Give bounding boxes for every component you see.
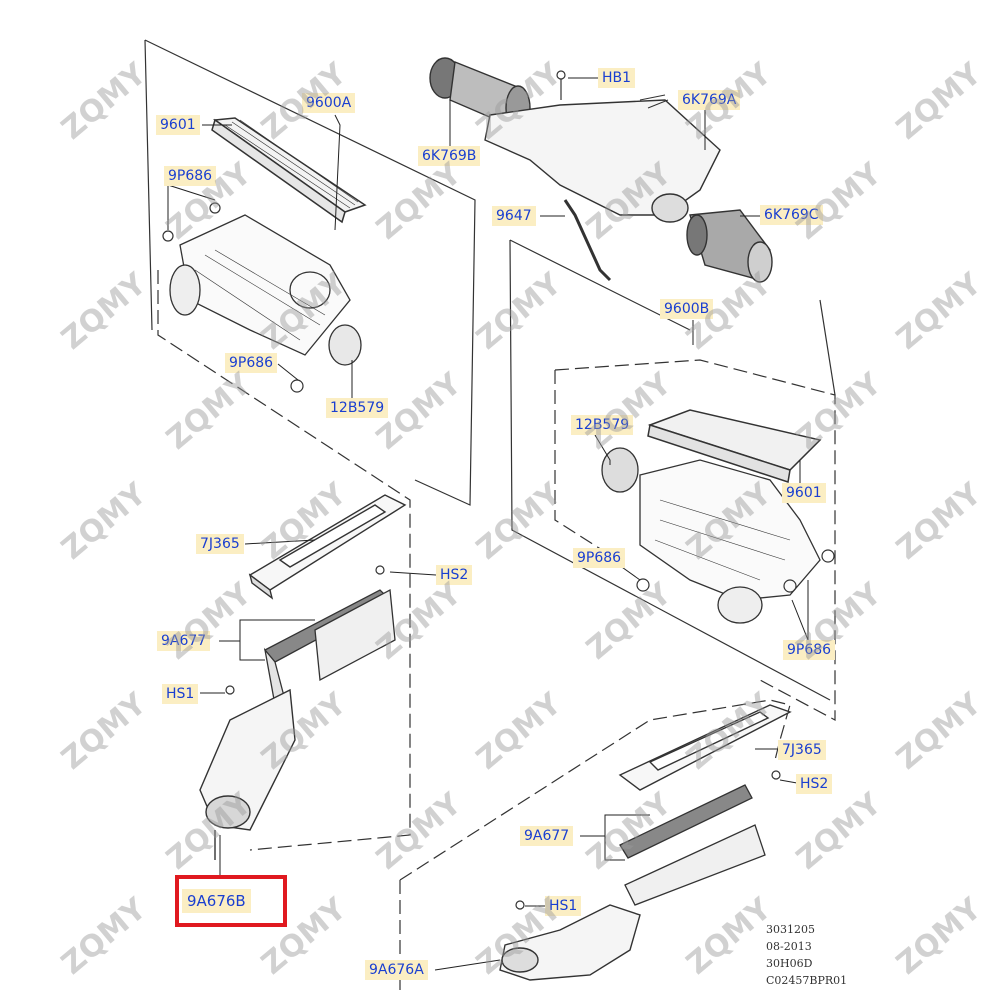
- left-inner-frame: [157, 270, 411, 851]
- bolt-hs1-left: [225, 685, 235, 695]
- part-label-6k769c[interactable]: 6K769C: [760, 205, 823, 225]
- drawing-note-3: 30H06D: [766, 957, 813, 970]
- highlight-box: [175, 875, 287, 927]
- part-label-hs1-right[interactable]: HS1: [545, 896, 582, 916]
- part-label-9p686-left-top[interactable]: 9P686: [164, 166, 217, 186]
- drawing-note-2: 08-2013: [766, 940, 812, 953]
- part-label-hs2-left[interactable]: HS2: [436, 565, 473, 585]
- grommet-left-c: [290, 379, 304, 393]
- grommet-right-c: [821, 549, 835, 563]
- part-label-9p686-right-a[interactable]: 9P686: [573, 548, 626, 568]
- leader-lines: [167, 77, 809, 971]
- grommet-right-a: [636, 578, 650, 592]
- strap-9647-shape: [563, 199, 612, 282]
- seal-7j365-right-shape: [618, 704, 792, 791]
- part-label-9a677-right[interactable]: 9A677: [520, 826, 574, 846]
- duct-9a677-right-shape: [619, 784, 766, 906]
- part-label-hs1-left[interactable]: HS1: [162, 684, 199, 704]
- part-label-9a677-left[interactable]: 9A677: [157, 631, 211, 651]
- part-label-12b579-right[interactable]: 12B579: [571, 415, 634, 435]
- intake-duct-top-shape: [429, 57, 721, 223]
- grommet-left-b: [209, 202, 221, 214]
- air-cleaner-housing-right-shape: [601, 447, 821, 624]
- bolt-hs1-right: [515, 900, 525, 910]
- part-label-6k769a[interactable]: 6K769A: [678, 90, 741, 110]
- inlet-9a676b-shape: [199, 688, 296, 860]
- part-label-9600b[interactable]: 9600B: [660, 299, 714, 319]
- drawing-note-4: C02457BPR01: [766, 974, 848, 987]
- grommet-left-a: [162, 230, 174, 242]
- seal-7j365-left-shape: [248, 494, 407, 600]
- air-filter-right-shape: [647, 409, 822, 483]
- part-label-6k769b[interactable]: 6K769B: [418, 146, 481, 166]
- part-label-9a676a[interactable]: 9A676A: [365, 960, 428, 980]
- coupler-6k769c-shape: [686, 209, 773, 283]
- duct-9a677-left-shape: [263, 588, 396, 706]
- part-label-9a676b[interactable]: 9A676B: [182, 889, 251, 913]
- part-label-9600a[interactable]: 9600A: [302, 93, 356, 113]
- air-cleaner-housing-left-shape: [169, 214, 362, 366]
- grommet-right-b: [783, 579, 797, 593]
- left-group-frame: [144, 39, 476, 506]
- part-label-7j365-right[interactable]: 7J365: [778, 740, 826, 760]
- air-filter-left-shape: [211, 117, 367, 224]
- clip-hs2-left: [375, 565, 385, 575]
- part-label-7j365-left[interactable]: 7J365: [196, 534, 244, 554]
- bolt-hb1-shape: [556, 70, 566, 80]
- part-label-hs2-right[interactable]: HS2: [796, 774, 833, 794]
- drawing-note-1: 3031205: [766, 923, 815, 936]
- inlet-9a676a-shape: [499, 904, 641, 981]
- part-label-12b579-left[interactable]: 12B579: [326, 398, 389, 418]
- clip-hs2-right: [771, 770, 781, 780]
- part-label-hb1[interactable]: HB1: [598, 68, 636, 88]
- part-label-9601-right[interactable]: 9601: [782, 483, 826, 503]
- part-label-9p686-left-bottom[interactable]: 9P686: [225, 353, 278, 373]
- part-label-9647[interactable]: 9647: [492, 206, 536, 226]
- part-label-9p686-right-b[interactable]: 9P686: [783, 640, 836, 660]
- part-label-9601-left[interactable]: 9601: [156, 115, 200, 135]
